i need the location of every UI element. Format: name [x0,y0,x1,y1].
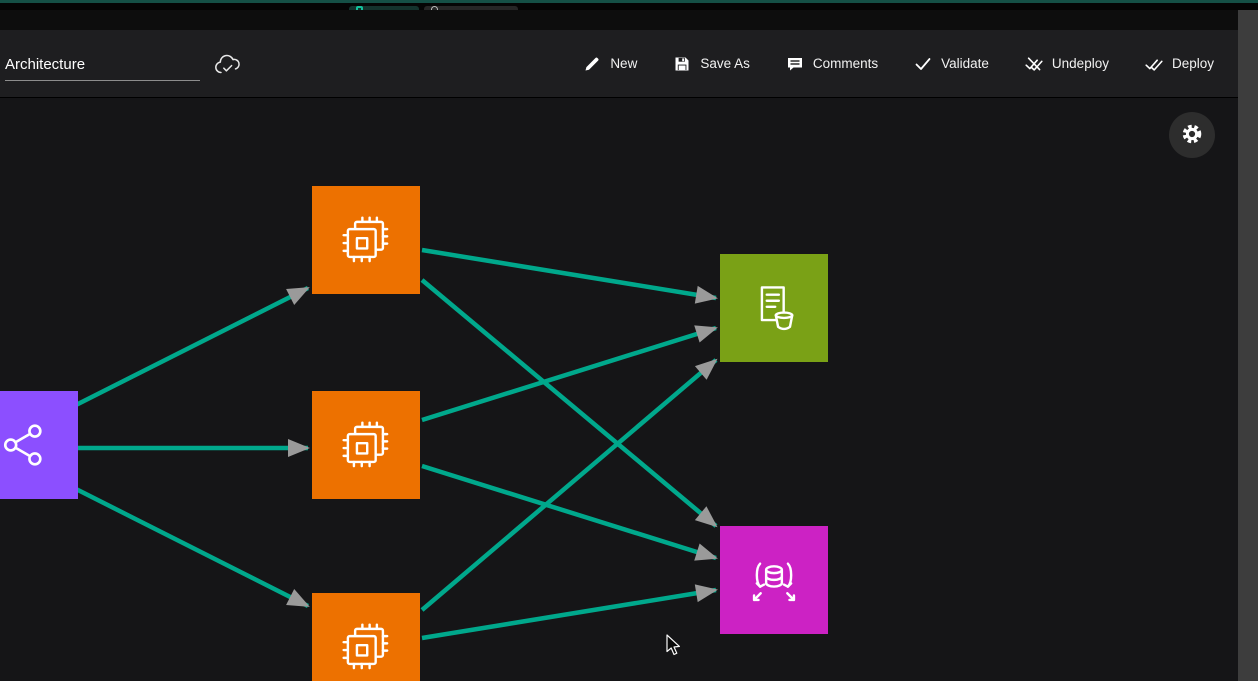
database-sync-icon [745,551,803,609]
double-check-slash-icon [1025,55,1043,73]
edge-compute-node-2-to-storage-node[interactable] [421,325,718,423]
storage-node[interactable] [720,254,828,362]
button-label: Deploy [1171,56,1214,71]
edge-compute-node-1-to-storage-node[interactable] [421,247,718,304]
save-as-button[interactable]: Save As [673,55,750,73]
diagram-nodes [0,98,1238,681]
save-icon [673,55,691,73]
button-label: Validate [941,56,989,71]
compute-chip-icon [337,416,395,474]
gear-icon [1180,122,1204,149]
button-label: Undeploy [1051,56,1109,71]
compute-node-3[interactable] [312,593,420,681]
compute-node-2[interactable] [312,391,420,499]
window-chrome [0,10,1258,30]
compute-chip-icon [337,211,395,269]
double-check-icon [1145,55,1163,73]
validate-button[interactable]: Validate [914,55,989,73]
diagram-edges [72,247,718,641]
document-bucket-icon [745,279,803,337]
browser-top-strip [0,0,1258,13]
edge-compute-node-1-to-database-node[interactable] [420,278,718,528]
diagram-canvas[interactable] [0,97,1238,681]
edge-compute-node-3-to-storage-node[interactable] [420,358,718,612]
pencil-icon [583,55,601,73]
comments-icon [786,55,804,73]
button-label: Comments [812,56,879,71]
canvas-settings-button[interactable] [1169,112,1215,158]
right-panel-strip [1238,10,1258,681]
button-label: Save As [700,56,750,71]
edge-compute-node-2-to-database-node[interactable] [421,463,718,561]
diagram-title-group [5,54,242,81]
compute-chip-icon [337,618,395,676]
compute-node-1[interactable] [312,186,420,294]
database-node[interactable] [720,526,828,634]
edge-network-node-to-compute-node-1[interactable] [72,285,310,409]
architecture-title-input[interactable] [5,54,200,81]
deploy-button[interactable]: Deploy [1145,55,1214,73]
comments-button[interactable]: Comments [786,55,878,73]
toolbar: New Save As [0,30,1238,97]
share-network-icon [0,416,53,474]
edge-compute-node-3-to-database-node[interactable] [421,584,718,641]
undeploy-button[interactable]: Undeploy [1025,55,1109,73]
network-node[interactable] [0,391,78,499]
edge-network-node-to-compute-node-3[interactable] [72,485,310,609]
button-label: New [610,56,638,71]
new-button[interactable]: New [583,55,637,73]
toolbar-actions: New Save As [583,30,1214,97]
check-icon [914,55,932,73]
cloud-sync-icon [214,54,242,81]
